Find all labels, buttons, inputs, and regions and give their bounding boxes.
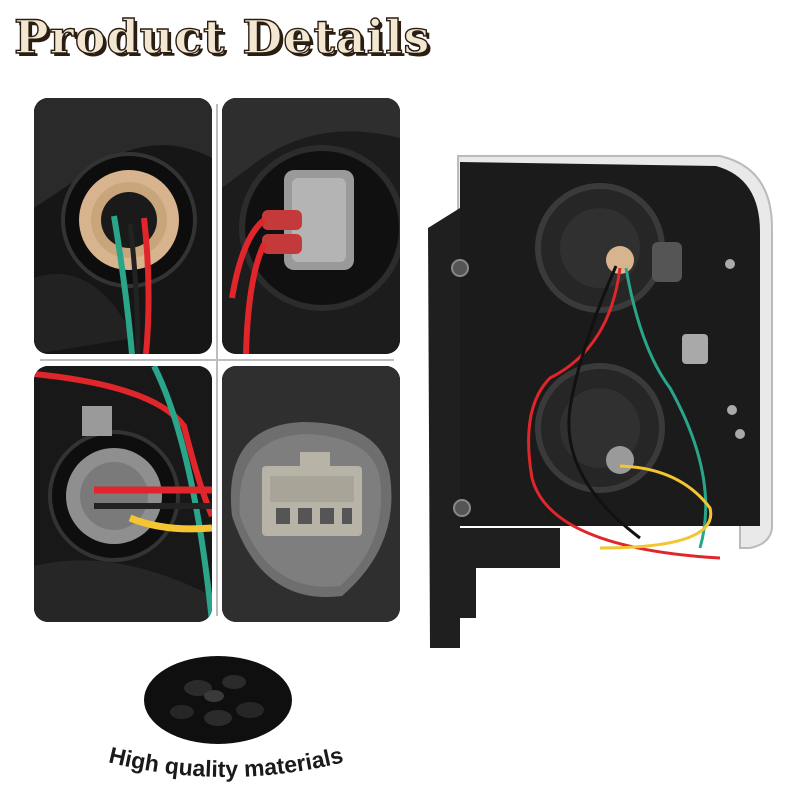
socket-closeup-photo-2 [34, 366, 212, 622]
tail-light-back-view [420, 148, 780, 658]
materials-caption: High quality materials [96, 742, 356, 794]
bulb-socket-photo [34, 98, 212, 354]
photo-divider-vertical [216, 104, 218, 616]
socket-closeup-photo-1 [34, 98, 212, 354]
foam-plug-photo [222, 366, 400, 622]
svg-text:High quality materials: High quality materials [107, 742, 346, 782]
bulb-socket-photo [34, 366, 212, 622]
tail-light-back [428, 155, 773, 648]
page-title: Product Details [13, 9, 431, 64]
plastic-pellets [144, 656, 292, 744]
connector-closeup-photo [222, 98, 400, 354]
foam-connector-photo [222, 366, 400, 622]
wire-connector-photo [222, 98, 400, 354]
caption-text: High quality materials [107, 742, 346, 782]
plastic-pellets-image [138, 648, 298, 748]
